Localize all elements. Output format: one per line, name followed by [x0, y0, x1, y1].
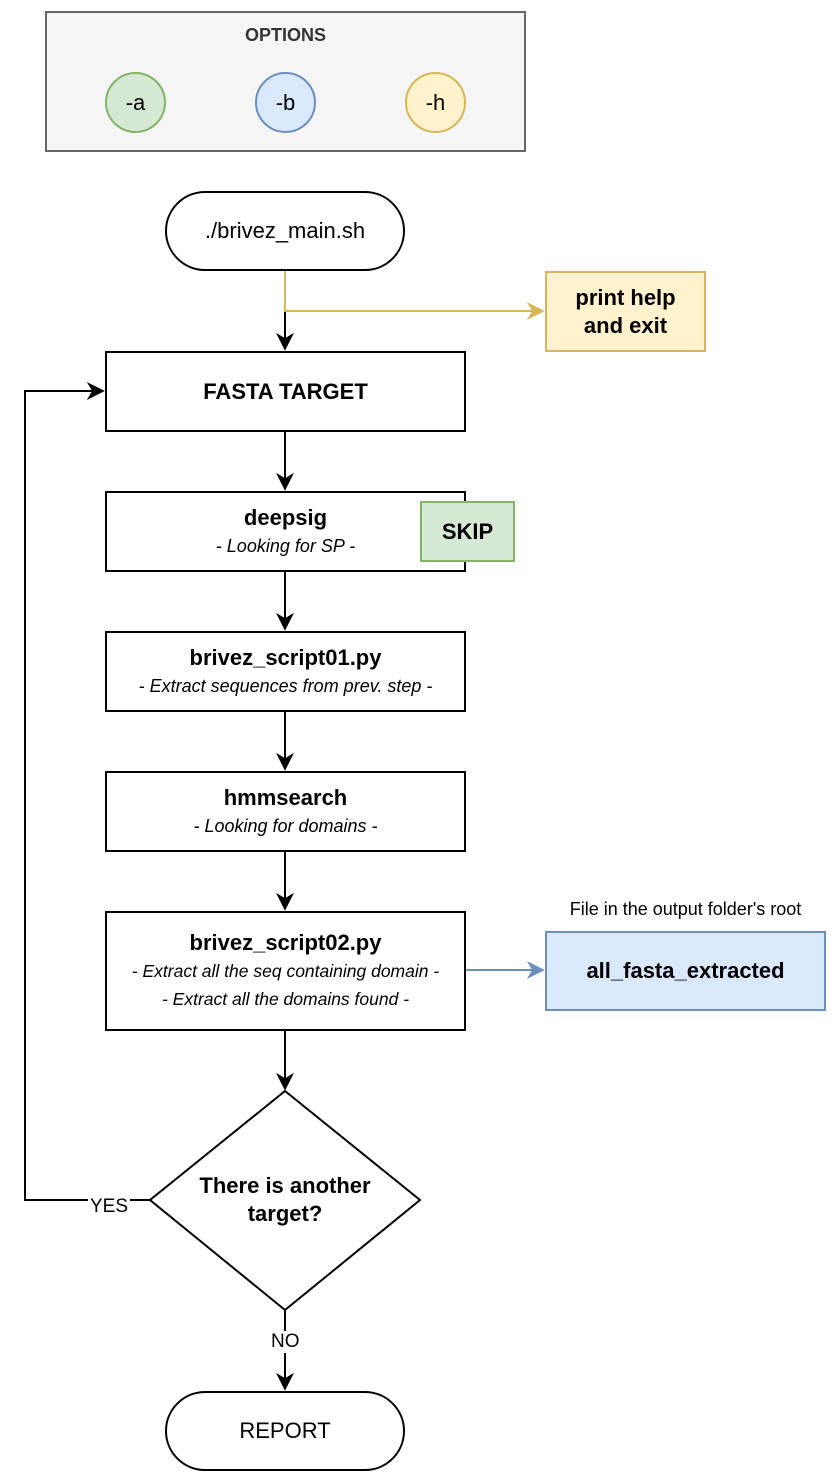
arrow-decision-yes-loop [24, 382, 150, 1201]
options-panel: OPTIONS -a -b -h [45, 11, 526, 152]
deepsig-subtitle: - Looking for SP - [215, 535, 356, 556]
help-label: print help and exit [575, 284, 676, 338]
decision-text-area: There is another target? [185, 1160, 385, 1240]
decision-label: There is another target? [199, 1173, 371, 1226]
option-a-badge: -a [105, 72, 166, 133]
output-caption: File in the output folder's root [569, 899, 802, 919]
option-b-label: -b [275, 89, 296, 115]
decision-diamond [148, 1089, 422, 1312]
report-label: REPORT [239, 1418, 331, 1443]
help-box: print help and exit [545, 271, 706, 352]
script01-box: brivez_script01.py - Extract sequences f… [105, 631, 466, 712]
no-label: NO [269, 1331, 302, 1353]
deepsig-box: deepsig - Looking for SP - [105, 491, 466, 572]
option-a-label: -a [125, 89, 146, 115]
start-label: ./brivez_main.sh [204, 218, 366, 243]
script02-title: brivez_script02.py [189, 930, 382, 955]
deepsig-title: deepsig [243, 504, 328, 530]
script02-subtitle-2: - Extract all the domains found - [161, 989, 410, 1009]
script01-subtitle: - Extract sequences from prev. step - [138, 675, 433, 696]
report-terminal: REPORT [165, 1391, 405, 1471]
options-title: OPTIONS [244, 25, 326, 45]
skip-badge: SKIP [420, 501, 515, 562]
fasta-target-box: FASTA TARGET [105, 351, 466, 432]
hmmsearch-title: hmmsearch [223, 784, 348, 810]
output-file-label: all_fasta_extracted [586, 958, 785, 983]
hmmsearch-subtitle: - Looking for domains - [193, 815, 378, 836]
script02-subtitle-1: - Extract all the seq containing domain … [131, 961, 440, 981]
yes-label: YES [88, 1196, 131, 1218]
option-h-badge: -h [405, 72, 466, 133]
script02-box: brivez_script02.py - Extract all the seq… [105, 911, 466, 1031]
hmmsearch-box: hmmsearch - Looking for domains - [105, 771, 466, 852]
start-terminal: ./brivez_main.sh [165, 191, 405, 271]
option-h-label: -h [425, 89, 446, 115]
arrow-start-to-help [284, 271, 545, 320]
script01-title: brivez_script01.py [189, 644, 382, 670]
output-file-box: all_fasta_extracted [545, 931, 826, 1011]
option-b-badge: -b [255, 72, 316, 133]
skip-label: SKIP [441, 518, 494, 544]
fasta-target-label: FASTA TARGET [203, 378, 368, 404]
